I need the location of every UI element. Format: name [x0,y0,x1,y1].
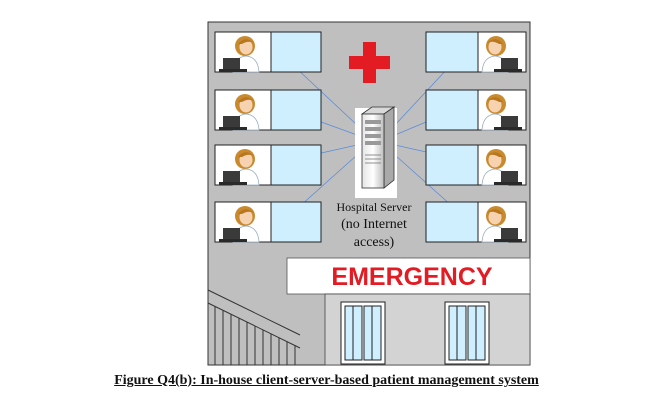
server-label-line-3: access) [354,235,395,250]
emergency-sign: EMERGENCY [331,263,492,291]
emergency-sign-board [286,257,531,295]
workstation-right-4 [425,201,527,243]
server-label-line-1: Hospital Server [337,200,412,214]
workstation-right-1 [425,31,527,73]
workstation-left-2 [214,89,322,131]
medical-cross-icon [349,42,390,83]
server-tower-icon [355,106,397,198]
server-label-line-2: (no Internet [341,217,407,232]
workstation-left-1 [214,31,322,73]
workstation-right-2 [425,89,527,131]
workstation-right-3 [425,144,527,186]
workstation-left-3 [214,144,322,186]
figure-caption: Figure Q4(b): In-house client-server-bas… [114,373,539,388]
entrance [324,293,531,366]
left-windows [214,31,322,243]
entrance-ramp [207,289,301,365]
workstation-left-4 [214,201,322,243]
right-windows [425,31,527,243]
